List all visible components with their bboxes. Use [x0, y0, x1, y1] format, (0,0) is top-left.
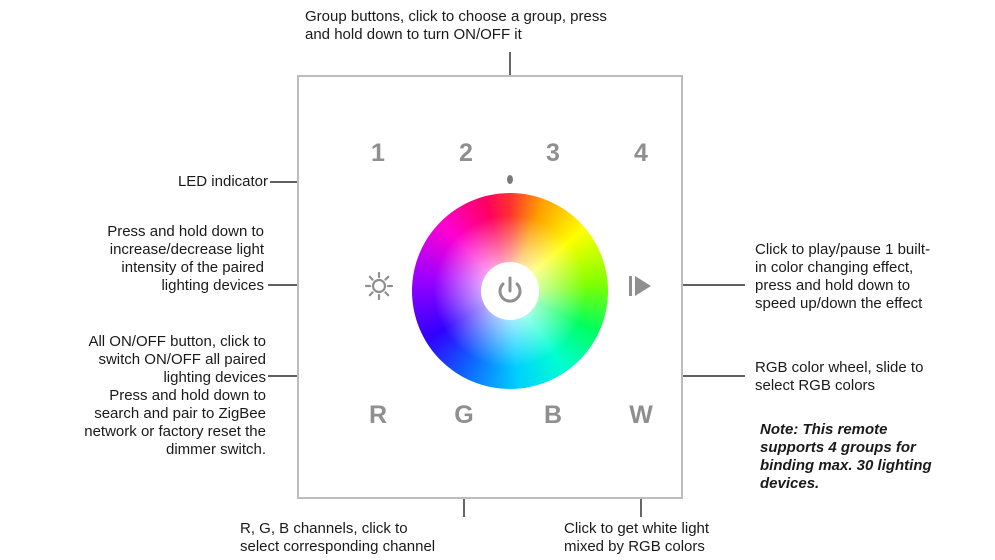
- brightness-button[interactable]: [364, 271, 394, 301]
- group-2-button[interactable]: 2: [459, 139, 473, 167]
- note-annotation: Note: This remote supports 4 groups for …: [760, 421, 992, 493]
- annotation-line: speed up/down the effect: [755, 295, 923, 312]
- brightness-annotation: Press and hold down to increase/decrease…: [20, 223, 264, 295]
- play-pause-button[interactable]: [627, 273, 653, 299]
- annotation-line: increase/decrease light: [109, 241, 264, 258]
- annotation-line: in color changing effect,: [755, 259, 914, 276]
- sun-icon: [364, 271, 394, 301]
- group-buttons-annotation: Group buttons, click to choose a group, …: [305, 8, 725, 44]
- annotation-line: and hold down to turn ON/OFF it: [305, 26, 522, 43]
- channel-r-button[interactable]: R: [368, 401, 388, 429]
- white-annotation: Click to get white light mixed by RGB co…: [564, 520, 784, 556]
- annotation-line: binding max. 30 lighting: [760, 457, 932, 474]
- group-3-button[interactable]: 3: [546, 139, 560, 167]
- power-icon: [498, 276, 522, 303]
- group-1-button[interactable]: 1: [371, 139, 385, 167]
- led-dot-icon: [507, 175, 513, 184]
- group-4-button[interactable]: 4: [634, 139, 648, 167]
- channel-b-button[interactable]: B: [543, 401, 563, 429]
- annotation-line: Group buttons, click to choose a group, …: [305, 8, 607, 25]
- annotation-line: Press and hold down to: [107, 223, 264, 240]
- all-onoff-annotation: All ON/OFF button, click to switch ON/OF…: [4, 333, 266, 459]
- annotation-line: network or factory reset the: [84, 423, 266, 440]
- rgb-channels-annotation: R, G, B channels, click to select corres…: [240, 520, 480, 556]
- annotation-line: intensity of the paired: [121, 259, 264, 276]
- color-wheel-annotation: RGB color wheel, slide to select RGB col…: [755, 359, 993, 395]
- white-button[interactable]: W: [629, 401, 653, 429]
- annotation-line: mixed by RGB colors: [564, 538, 705, 555]
- annotation-line: select RGB colors: [755, 377, 876, 394]
- play-pause-icon: [629, 276, 651, 296]
- all-onoff-button[interactable]: [481, 262, 539, 320]
- play-pause-annotation: Click to play/pause 1 built- in color ch…: [755, 241, 993, 313]
- channel-g-button[interactable]: G: [454, 401, 474, 429]
- annotation-line: Note: This remote: [760, 421, 888, 438]
- annotation-line: RGB color wheel, slide to: [755, 359, 924, 376]
- annotation-line: LED indicator: [177, 173, 268, 190]
- annotation-line: Press and hold down to: [109, 387, 266, 404]
- annotation-line: R, G, B channels, click to: [240, 520, 408, 537]
- annotation-line: Click to get white light: [564, 520, 710, 537]
- annotation-line: dimmer switch.: [165, 441, 266, 458]
- annotation-line: switch ON/OFF all paired: [98, 351, 266, 368]
- annotation-line: lighting devices: [163, 369, 266, 386]
- annotation-line: Click to play/pause 1 built-: [755, 241, 931, 258]
- annotation-line: search and pair to ZigBee: [94, 405, 266, 422]
- annotation-line: press and hold down to: [755, 277, 911, 294]
- annotation-line: select corresponding channel: [240, 538, 436, 555]
- annotation-line: supports 4 groups for: [760, 439, 916, 456]
- annotation-line: All ON/OFF button, click to: [88, 333, 266, 350]
- annotation-line: lighting devices: [161, 277, 264, 294]
- led-indicator-annotation: LED indicator: [60, 173, 268, 191]
- annotation-line: devices.: [760, 475, 820, 492]
